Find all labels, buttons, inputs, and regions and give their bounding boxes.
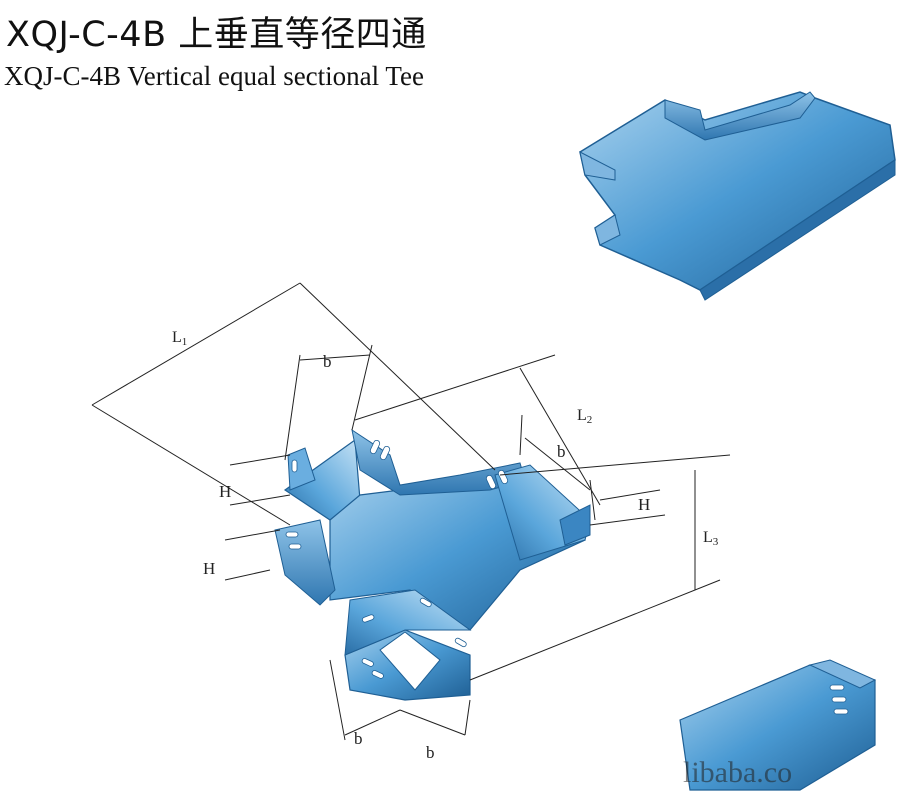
label-b-top: b [323,352,332,371]
label-L2: L2 [577,407,592,426]
label-H-upper: H [219,482,231,501]
dimension-lines [91,282,731,741]
label-H-lower: H [203,559,215,578]
label-b-bottom-right: b [426,743,435,762]
label-b-bottom-left: b [354,729,363,748]
label-b-right: b [557,442,566,461]
title-english: XQJ-C-4B Vertical equal sectional Tee [4,61,424,91]
product-view-bottom-right [679,659,877,791]
watermark: libaba.co [683,756,792,789]
product-view-top-right [579,91,896,301]
label-H-right: H [638,495,650,514]
title-chinese: XQJ-C-4B 上垂直等径四通 [6,15,427,55]
label-L3: L3 [703,529,719,548]
label-L1: L1 [172,329,187,348]
product-view-main [274,428,591,701]
